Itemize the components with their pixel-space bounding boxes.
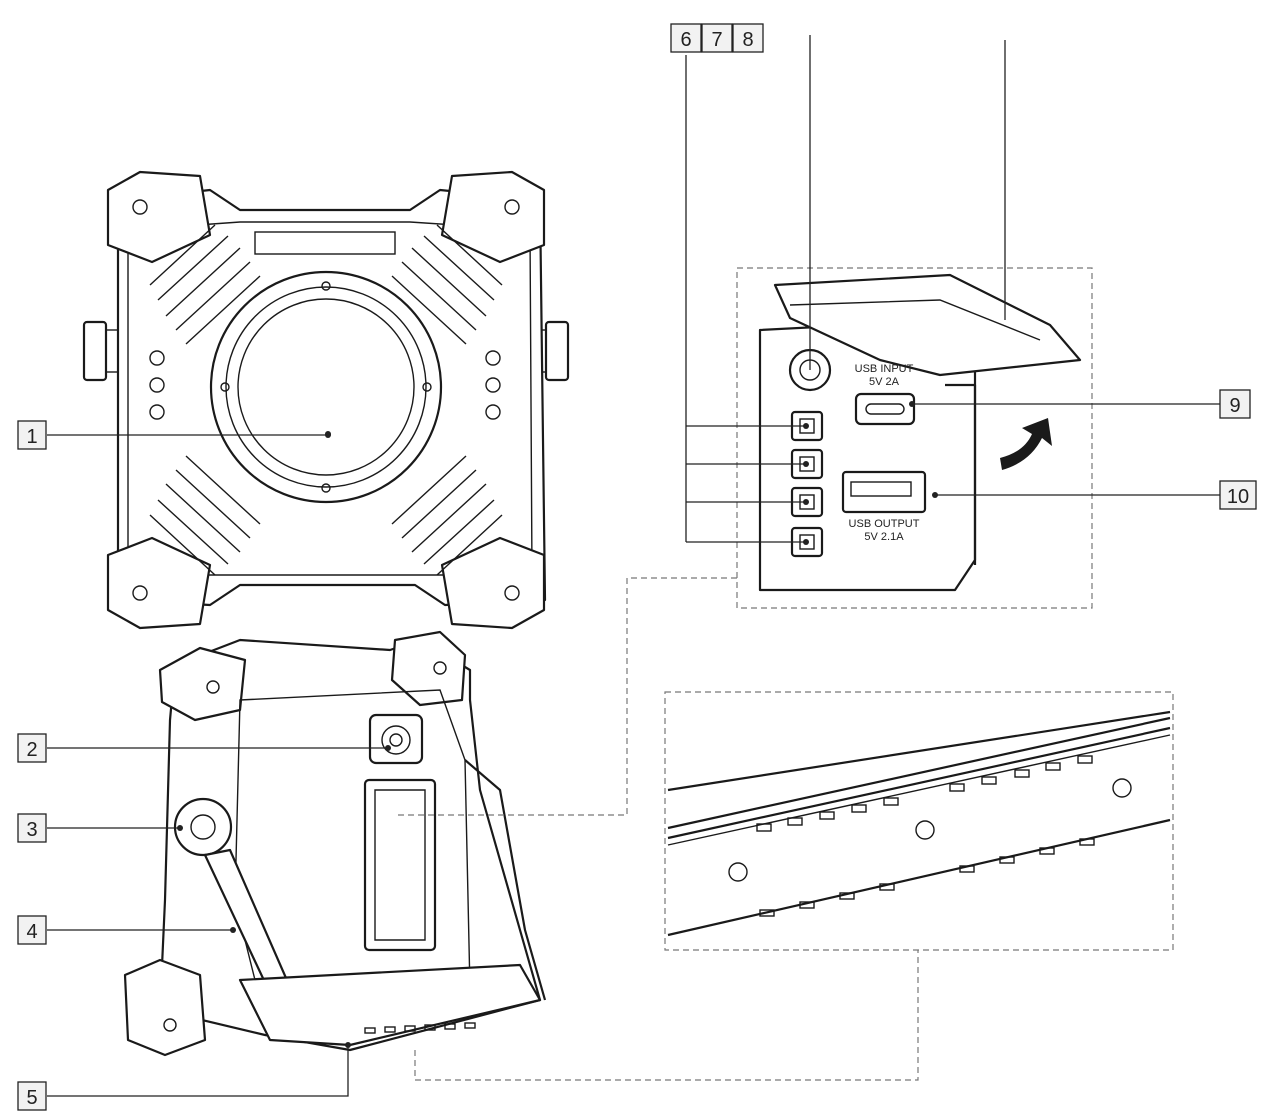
callout-9: 9 (1219, 389, 1251, 419)
callout-10: 10 (1219, 480, 1257, 510)
callout-7: 7 (701, 23, 733, 53)
callout-1: 1 (17, 420, 47, 450)
callout-10-number: 10 (1227, 486, 1249, 508)
callout-8-number: 8 (742, 29, 753, 51)
detail-guides (398, 577, 919, 1081)
usb-input-rating: 5V 2A (869, 376, 900, 388)
usb-input-label: USB INPUT (855, 363, 914, 375)
callout-4: 4 (17, 915, 47, 945)
callout-5: 5 (17, 1081, 47, 1111)
callout-3-number: 3 (26, 819, 37, 841)
callout-6: 6 (670, 23, 702, 53)
callout-5-number: 5 (26, 1087, 37, 1109)
front-view (82, 170, 570, 630)
control-panel-detail: USB INPUT 5V 2A USB OUTPUT 5V 2.1A (736, 267, 1093, 609)
callout-4-number: 4 (26, 921, 37, 943)
callout-2: 2 (17, 733, 47, 763)
leader-lines (47, 35, 1220, 1097)
callout-7-number: 7 (711, 29, 722, 51)
usb-output-rating: 5V 2.1A (864, 531, 904, 543)
callout-6-number: 6 (680, 29, 691, 51)
callout-2-number: 2 (26, 739, 37, 761)
callout-9-number: 9 (1229, 395, 1240, 417)
callout-3: 3 (17, 813, 47, 843)
callout-8: 8 (732, 23, 764, 53)
usb-output-label: USB OUTPUT (849, 518, 920, 530)
callout-1-number: 1 (26, 426, 37, 448)
led-strip-detail (664, 691, 1174, 951)
back-view (123, 630, 547, 1057)
